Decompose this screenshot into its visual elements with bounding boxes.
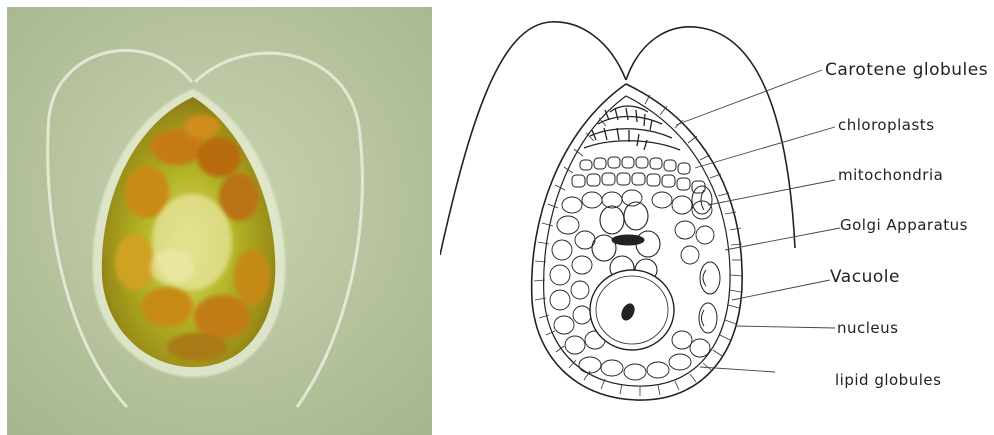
label-vacuole: Vacuole bbox=[830, 267, 900, 287]
leader-golgi bbox=[725, 228, 840, 250]
leader-chloroplasts bbox=[695, 127, 835, 168]
label-golgi-apparatus: Golgi Apparatus bbox=[840, 216, 968, 234]
leader-vacuole bbox=[732, 280, 830, 300]
label-chloroplasts: chloroplasts bbox=[838, 116, 935, 134]
label-mitochondria: mitochondria bbox=[838, 166, 943, 184]
nucleus bbox=[590, 270, 674, 350]
cell-diagram: Carotene globules chloroplasts mitochond… bbox=[440, 0, 994, 435]
micrograph-photo bbox=[7, 7, 432, 435]
label-carotene-globules: Carotene globules bbox=[825, 60, 988, 80]
leader-carotene bbox=[676, 70, 822, 125]
label-lipid-globules: lipid globules bbox=[835, 371, 941, 389]
leader-nucleus bbox=[736, 326, 835, 328]
label-nucleus: nucleus bbox=[837, 319, 898, 337]
